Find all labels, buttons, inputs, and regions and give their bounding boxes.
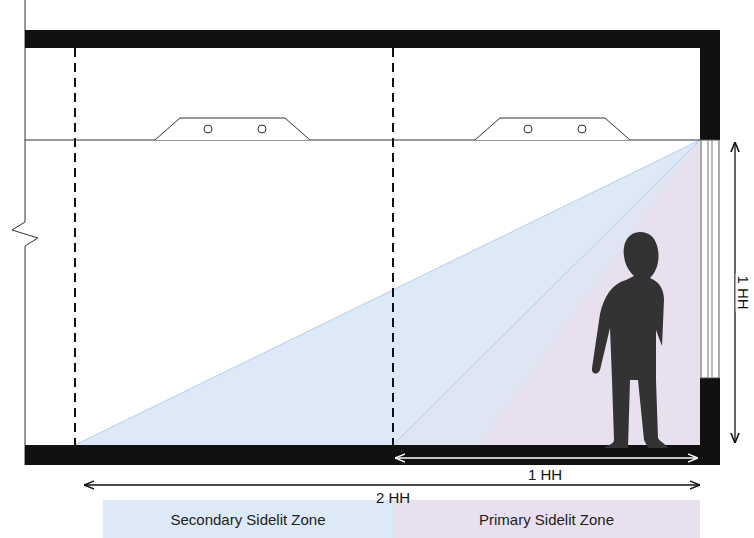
- wall: [700, 378, 720, 465]
- secondary-light-wedge: [75, 140, 700, 445]
- window-glass: [712, 140, 713, 378]
- dimension-line: [395, 457, 698, 458]
- dimension-label: 1 HH: [526, 467, 564, 482]
- lamp: [204, 125, 212, 133]
- light-ray: [75, 140, 700, 445]
- window: [701, 140, 719, 378]
- zone-label: Secondary Sidelit Zone: [170, 511, 325, 528]
- lamp: [524, 125, 532, 133]
- dimension-label: 1 HH: [736, 273, 751, 311]
- zone-line: [74, 48, 76, 445]
- lamp: [578, 125, 586, 133]
- person-silhouette: [592, 232, 668, 448]
- lamp: [258, 125, 266, 133]
- ceiling-slab: [25, 30, 720, 48]
- zone-line: [392, 48, 394, 445]
- zone-band: Primary Sidelit Zone: [393, 500, 700, 538]
- window-glass: [708, 140, 709, 378]
- light-fixture: [475, 118, 630, 140]
- dimension-line: [84, 484, 700, 485]
- dimension-label: 2 HH: [374, 490, 412, 505]
- zone-label: Primary Sidelit Zone: [479, 511, 614, 528]
- wall: [700, 30, 720, 140]
- break-line: [12, 0, 38, 465]
- light-fixture: [155, 118, 310, 140]
- zone-band: Secondary Sidelit Zone: [103, 500, 393, 538]
